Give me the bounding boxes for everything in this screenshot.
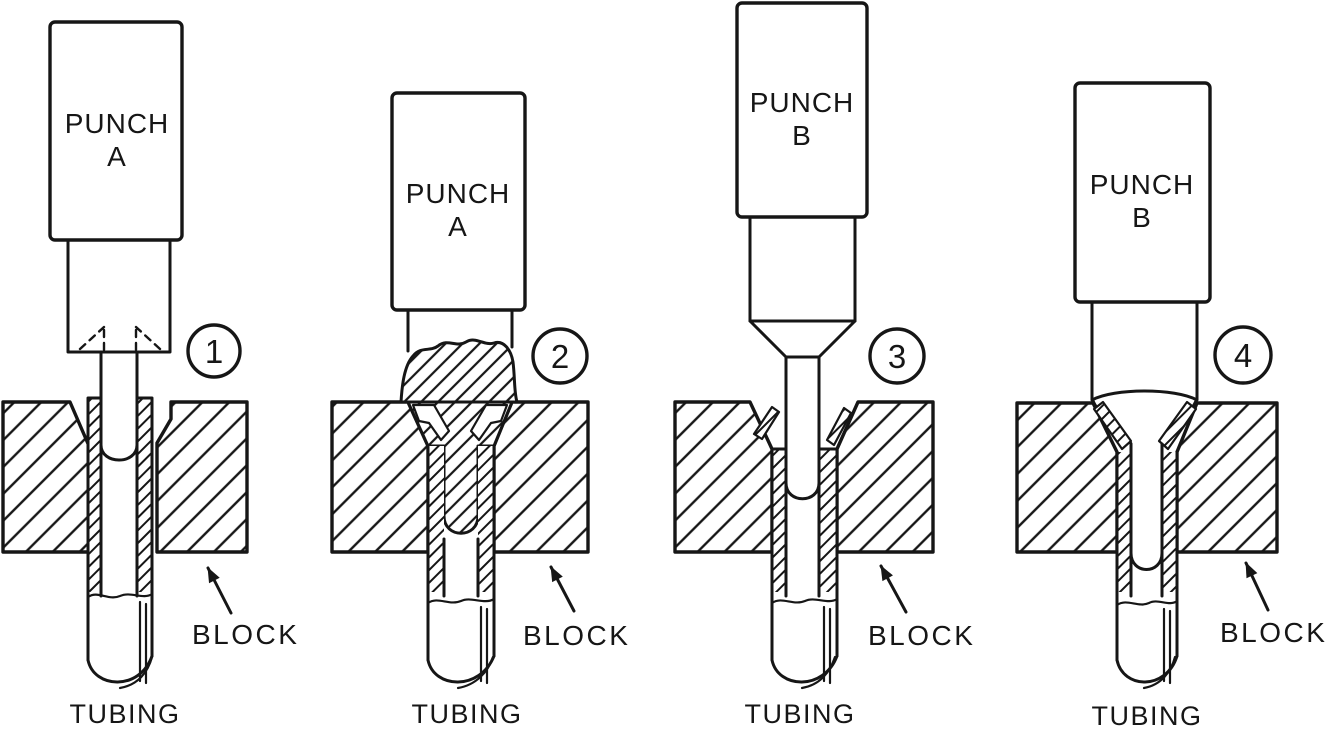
die-block-left bbox=[673, 400, 774, 554]
punch-label-line1: PUNCH bbox=[65, 108, 170, 139]
flare-lip-right bbox=[825, 406, 853, 447]
tube-shading-lines bbox=[138, 600, 148, 685]
block-label: BLOCK bbox=[1220, 617, 1325, 648]
die-block-left bbox=[330, 400, 430, 554]
tube-break-line bbox=[426, 597, 496, 605]
panel-step-1: PUNCH A 1 BLOCK TUBING bbox=[1, 20, 299, 729]
punch-b-body bbox=[735, 1, 869, 219]
tube-bottom bbox=[86, 654, 154, 684]
block-callout-arrow bbox=[1244, 561, 1270, 612]
step-number: 3 bbox=[888, 338, 906, 375]
tube-break-line bbox=[86, 592, 154, 599]
tube-wall-left bbox=[88, 398, 101, 592]
pilot-pin-tip bbox=[99, 443, 139, 462]
tube-wall-right bbox=[137, 398, 152, 592]
block-label: BLOCK bbox=[192, 619, 299, 650]
punch-b-shank bbox=[748, 215, 857, 323]
tube-outline bbox=[770, 447, 839, 662]
pilot-pin-tip bbox=[1129, 551, 1164, 571]
die-block-right bbox=[835, 400, 935, 554]
die-block-left bbox=[1, 400, 91, 554]
tube-bottom-rim bbox=[118, 655, 154, 690]
flare-lip-right bbox=[1157, 400, 1198, 451]
tube-bore bbox=[784, 355, 821, 598]
tube-wall-right bbox=[819, 449, 837, 592]
tube-break-line bbox=[1115, 599, 1179, 607]
panel-step-4: PUNCH B 4 BLOCK TUBING bbox=[1015, 81, 1325, 730]
block-label: BLOCK bbox=[523, 620, 630, 651]
punch-label-line1: PUNCH bbox=[406, 178, 511, 209]
tube-wall-left bbox=[428, 446, 444, 592]
tube-wall-left bbox=[772, 449, 786, 592]
tube-break-line bbox=[770, 597, 839, 605]
punch-label-line2: B bbox=[1132, 202, 1152, 233]
step-number: 1 bbox=[205, 333, 223, 370]
punch-b-body bbox=[1073, 81, 1212, 304]
block-callout-arrow bbox=[206, 566, 233, 615]
tube-shading-lines bbox=[479, 605, 489, 685]
punch-a-body bbox=[390, 91, 527, 312]
tubing-label: TUBING bbox=[1091, 701, 1202, 730]
punch-cavity-hidden-lines bbox=[78, 325, 162, 353]
flare-gap-right bbox=[469, 403, 509, 442]
block-label: BLOCK bbox=[868, 620, 975, 651]
panel-step-2: PUNCH A 2 BLOCK TUBING bbox=[330, 91, 630, 729]
punch-label-line1: PUNCH bbox=[750, 87, 855, 118]
panel-step-3: PUNCH B 3 BLOCK TUBING bbox=[673, 1, 975, 729]
flare-lip-left bbox=[1092, 400, 1133, 451]
pilot-pin-tip bbox=[784, 481, 821, 501]
tubing-label: TUBING bbox=[411, 699, 522, 729]
flare-lip-left bbox=[752, 405, 781, 441]
punch-label-line2: B bbox=[792, 120, 812, 151]
tube-wall-left bbox=[1117, 452, 1131, 592]
tube-wall-right bbox=[1162, 452, 1177, 592]
tubing-label: TUBING bbox=[69, 699, 180, 729]
tubing-label: TUBING bbox=[744, 699, 855, 729]
die-block-right bbox=[492, 400, 590, 554]
die-block-right bbox=[155, 400, 249, 554]
tube-outline bbox=[1115, 450, 1179, 662]
tube-wall-right bbox=[478, 446, 494, 592]
punch-b-shank bbox=[1090, 300, 1199, 400]
step-number: 4 bbox=[1234, 337, 1252, 374]
tube-bottom bbox=[426, 654, 496, 684]
step-number: 2 bbox=[551, 338, 569, 375]
punch-label-line1: PUNCH bbox=[1090, 169, 1195, 200]
tube-bore bbox=[99, 350, 139, 598]
tube-outline bbox=[426, 444, 496, 662]
upset-material bbox=[399, 338, 519, 404]
die-block-left bbox=[1015, 401, 1119, 554]
punch-a-shank bbox=[66, 238, 172, 354]
step-badge bbox=[868, 327, 926, 385]
block-callout-arrow bbox=[549, 565, 576, 613]
step-badge bbox=[531, 327, 589, 385]
tube-bottom bbox=[1115, 654, 1179, 684]
step-badge bbox=[186, 323, 242, 379]
tube-shading-lines bbox=[822, 605, 832, 685]
punch-label-line2: A bbox=[448, 211, 468, 242]
tube-bore bbox=[1129, 442, 1164, 598]
die-block-right bbox=[1175, 401, 1279, 554]
punch-cone bbox=[748, 319, 857, 359]
flare-gap-left bbox=[411, 403, 451, 442]
block-callout-arrow bbox=[879, 564, 908, 614]
punch-label-line2: A bbox=[107, 141, 127, 172]
tube-bottom bbox=[770, 654, 839, 684]
punch-a-shank bbox=[406, 308, 514, 353]
punch-a-body bbox=[48, 20, 184, 242]
tube-outline bbox=[86, 396, 154, 662]
tube-shading-lines bbox=[1162, 607, 1172, 685]
step-badge bbox=[1213, 325, 1273, 385]
